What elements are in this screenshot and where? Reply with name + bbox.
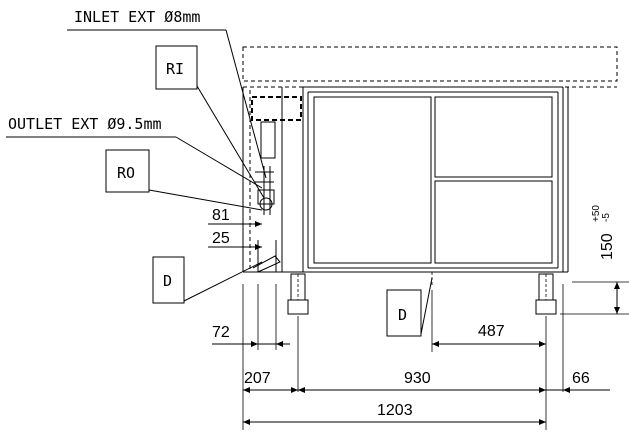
drawer-bottom — [434, 180, 553, 264]
control-box — [251, 96, 302, 121]
inlet-callout: INLET EXT Ø8mm — [67, 8, 267, 179]
dim-72-label: 72 — [212, 324, 230, 341]
d-bottom-label: D — [398, 306, 407, 324]
dim-25: 25 — [208, 230, 262, 250]
dim-1203: 1203 — [243, 402, 546, 425]
door-left — [313, 96, 432, 264]
ri-label: RI — [166, 60, 184, 78]
dim-207: 207 — [243, 370, 298, 393]
dim-height-minus: -5 — [601, 213, 612, 222]
ro-callout: RO — [105, 149, 263, 211]
dim-72: 72 — [212, 324, 290, 347]
dim-930-label: 930 — [404, 370, 431, 387]
drawer-top — [434, 96, 553, 178]
d-bottom-callout: D — [386, 277, 433, 337]
dim-81-label: 81 — [212, 207, 230, 224]
dim-25-label: 25 — [212, 230, 230, 247]
refrigerant-connections — [255, 166, 277, 272]
dim-height-label: 150 — [599, 233, 616, 260]
compressor-unit — [260, 121, 276, 159]
dim-height: 150 +50 -5 — [560, 205, 629, 315]
leg-right — [535, 273, 557, 315]
worktop-outline — [242, 46, 618, 82]
dim-487: 487 — [432, 323, 546, 347]
dim-66: 66 — [546, 370, 610, 393]
outlet-label: OUTLET EXT Ø9.5mm — [8, 115, 162, 133]
extension-lines — [242, 284, 564, 430]
dim-930: 930 — [298, 370, 546, 393]
ro-label: RO — [117, 164, 135, 182]
dim-66-label: 66 — [572, 370, 590, 387]
inlet-label: INLET EXT Ø8mm — [74, 8, 200, 26]
ri-callout: RI — [155, 45, 265, 199]
d-left-callout: D — [152, 256, 263, 304]
dim-487-label: 487 — [478, 323, 505, 340]
drain — [243, 255, 303, 273]
dim-height-plus: +50 — [591, 205, 602, 222]
dim-207-label: 207 — [244, 370, 271, 387]
dim-1203-label: 1203 — [377, 402, 413, 419]
dim-81: 81 — [208, 207, 262, 227]
d-left-label: D — [163, 272, 172, 290]
leg-left — [287, 273, 309, 315]
outlet-callout: OUTLET EXT Ø9.5mm — [6, 115, 263, 189]
cabinet-body — [242, 86, 569, 273]
